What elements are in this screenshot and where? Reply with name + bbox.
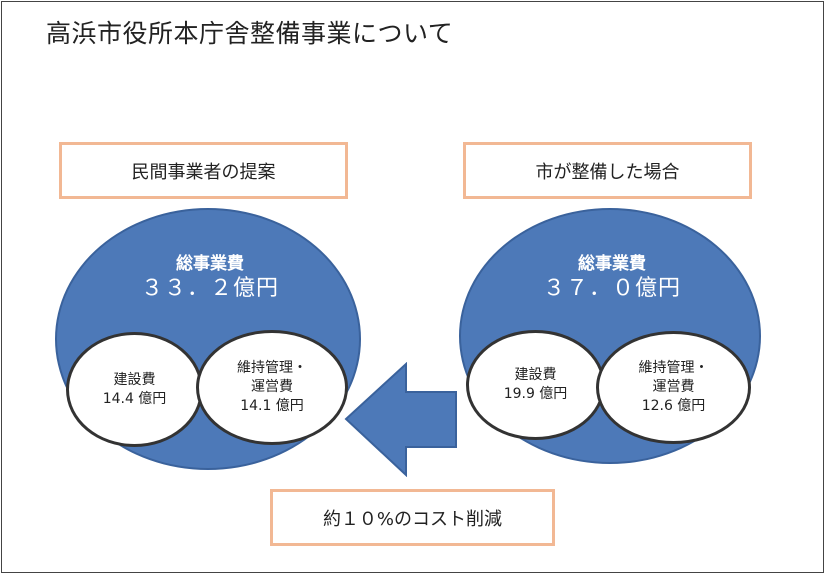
private-total-label: 総事業費 bbox=[176, 254, 244, 274]
city-maintenance-circle: 維持管理・ 運営費 12.6 億円 bbox=[596, 331, 751, 444]
city-maintained-label: 市が整備した場合 bbox=[463, 142, 752, 199]
private-construction-label: 建設費 bbox=[113, 371, 156, 388]
private-maintenance-circle: 維持管理・ 運営費 14.1 億円 bbox=[196, 330, 348, 445]
city-maintenance-label-2: 運営費 bbox=[652, 379, 695, 396]
city-maintenance-value: 12.6 億円 bbox=[641, 397, 706, 414]
city-maintenance-label-1: 維持管理・ bbox=[638, 360, 709, 377]
cost-reduction-label: 約１０%のコスト削減 bbox=[270, 489, 555, 546]
city-total-label: 総事業費 bbox=[578, 254, 646, 274]
city-total: 総事業費 ３７．０億円 bbox=[532, 254, 692, 303]
private-total: 総事業費 ３３．２億円 bbox=[130, 254, 290, 303]
city-construction-label: 建設費 bbox=[514, 367, 557, 384]
private-maintenance-value: 14.1 億円 bbox=[240, 397, 304, 414]
city-total-value: ３７．０億円 bbox=[542, 276, 681, 302]
left-arrow-icon bbox=[344, 362, 457, 477]
private-maintenance-label-1: 維持管理・ bbox=[237, 360, 307, 377]
private-proposal-label: 民間事業者の提案 bbox=[59, 142, 348, 199]
private-maintenance-label-2: 運営費 bbox=[251, 379, 293, 396]
city-construction-value: 19.9 億円 bbox=[503, 386, 568, 402]
private-total-value: ３３．２億円 bbox=[140, 276, 279, 302]
city-construction-circle: 建設費 19.9 億円 bbox=[466, 330, 605, 440]
page-title: 高浜市役所本庁舎整備事業について bbox=[46, 19, 454, 48]
private-construction-circle: 建設費 14.4 億円 bbox=[66, 332, 203, 447]
private-construction-value: 14.4 億円 bbox=[102, 390, 167, 407]
